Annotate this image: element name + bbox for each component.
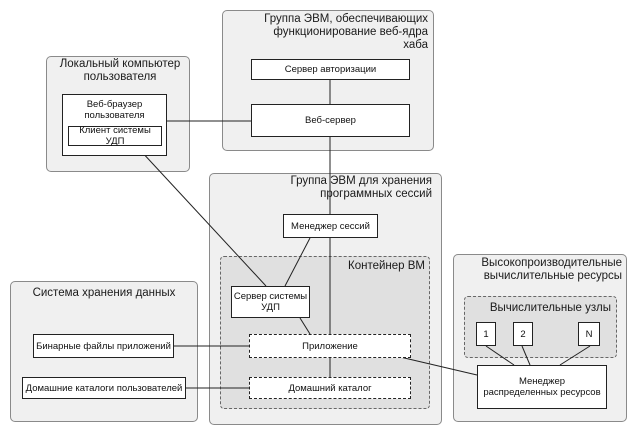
- web-server-box: Веб-сервер: [251, 104, 410, 137]
- compute-nodes-label: Вычислительные узлы: [489, 302, 611, 314]
- line-sessionmgr-udpserver: [284, 237, 311, 287]
- application-box: Приложение: [249, 334, 411, 358]
- udp-server-box: Сервер системы УДП: [231, 286, 310, 318]
- line-udpserver-application: [299, 317, 311, 335]
- line-client-udpserver: [139, 149, 267, 287]
- auth-server-box: Сервер авторизации: [251, 59, 410, 80]
- line-node2-resourcemgr: [521, 345, 531, 366]
- node-2-box: 2: [513, 322, 533, 346]
- session-manager-box: Менеджер сессий: [283, 214, 378, 238]
- line-node1-resourcemgr: [485, 345, 515, 366]
- hpc-group-label: Высокопроизводительные вычислительные ре…: [481, 257, 622, 282]
- hub-group-label: Группа ЭВМ, обеспечивающих функционирова…: [264, 13, 428, 51]
- line-nodeN-resourcemgr: [559, 345, 591, 366]
- user-home-dirs-box: Домашние каталоги пользователей: [22, 377, 186, 399]
- data-storage-label: Система хранения данных: [32, 287, 176, 299]
- node-1-box: 1: [476, 322, 496, 346]
- vm-container-label: Контейнер ВМ: [348, 260, 425, 272]
- udp-client-box: Клиент системы УДП: [68, 125, 162, 147]
- local-computer-label: Локальный компьютер пользователя: [59, 58, 181, 83]
- session-storage-label: Группа ЭВМ для хранения программных сесс…: [290, 175, 433, 200]
- resource-manager-box: Менеджер распределенных ресурсов: [477, 365, 607, 409]
- web-browser-label: Веб-браузер пользователя: [84, 99, 145, 121]
- app-binaries-box: Бинарные файлы приложений: [33, 334, 174, 358]
- home-directory-box: Домашний каталог: [249, 377, 411, 399]
- node-n-box: N: [578, 322, 600, 346]
